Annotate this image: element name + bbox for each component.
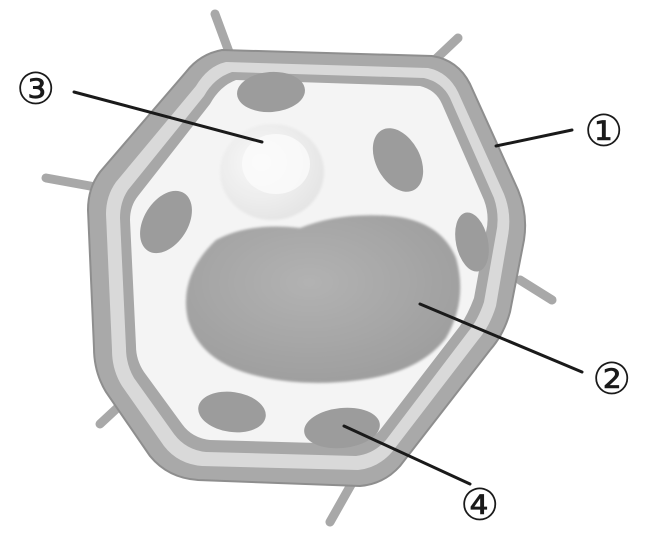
label-1: ① bbox=[584, 106, 623, 157]
label-4: ④ bbox=[460, 480, 499, 531]
nucleus bbox=[186, 215, 460, 383]
strand-right bbox=[520, 280, 552, 300]
label-2: ② bbox=[592, 354, 631, 405]
vacuole bbox=[220, 124, 324, 220]
leader-line-1 bbox=[496, 130, 572, 146]
label-3: ③ bbox=[16, 64, 55, 115]
